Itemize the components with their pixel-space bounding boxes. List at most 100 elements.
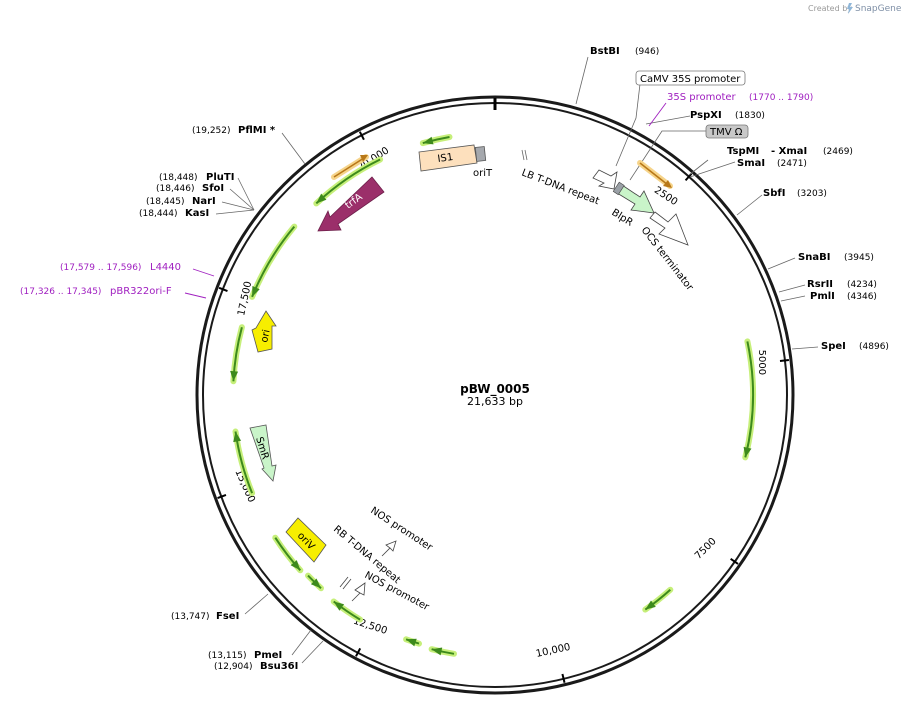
- site-kasi[interactable]: KasI: [185, 208, 209, 219]
- lb-repeat-label[interactable]: LB T-DNA repeat: [520, 168, 601, 208]
- site-fsei[interactable]: FseI: [216, 611, 239, 622]
- primer-arrowhead-1: [663, 180, 672, 188]
- site-rsrii[interactable]: RsrII: [807, 279, 833, 290]
- plasmid-name: pBW_0005: [460, 382, 530, 397]
- site-snabi[interactable]: SnaBI: [798, 252, 830, 263]
- snapgene-credit[interactable]: Created by SnapGene: [808, 3, 902, 14]
- site-pluti[interactable]: PluTI: [206, 172, 234, 183]
- primer-l4440-pos: (17,579 .. 17,596): [60, 263, 141, 273]
- orf-arrowhead: [406, 638, 417, 647]
- site-pfimi[interactable]: PflMI *: [238, 125, 276, 136]
- tmv-label[interactable]: TMV Ω: [705, 124, 749, 139]
- credit-brand: SnapGene: [855, 4, 902, 14]
- camv-promoter-arrow: [592, 169, 618, 190]
- primer-arrow-1: [639, 162, 669, 186]
- orf-arc-glow: [249, 223, 298, 300]
- site-sbfi[interactable]: SbfI: [763, 188, 785, 199]
- feature-oriv[interactable]: oriV: [285, 517, 327, 563]
- feature-trfa[interactable]: trfA: [317, 176, 385, 232]
- orf-arrowhead: [310, 578, 321, 589]
- site-smai[interactable]: SmaI: [737, 158, 765, 169]
- feature-orit[interactable]: oriT: [473, 146, 493, 179]
- ruler-tick: [217, 494, 227, 500]
- orf-arrowhead: [316, 193, 327, 204]
- site-sfoi-pos: (18,446): [156, 184, 195, 194]
- ruler-tick: [684, 172, 693, 182]
- primer-35s-pos: (1770 .. 1790): [749, 93, 813, 103]
- plasmid-size: 21,633 bp: [467, 395, 523, 408]
- feature-smr[interactable]: SmR: [249, 424, 277, 482]
- feature-blpr[interactable]: BlpR: [609, 181, 655, 229]
- site-nari[interactable]: NarI: [192, 196, 216, 207]
- feature-ori[interactable]: ori: [251, 310, 277, 353]
- site-pmli-pos: (4346): [847, 292, 877, 302]
- primer-arrowhead-2: [360, 155, 368, 162]
- site-kasi-pos: (18,444): [139, 209, 178, 219]
- orf-arc[interactable]: [744, 341, 754, 458]
- site-bstbi-pos: (946): [635, 47, 659, 57]
- orf-arrowhead: [431, 647, 443, 656]
- blpr-cap: [612, 181, 625, 196]
- site-pspxi[interactable]: PspXI: [690, 110, 722, 121]
- primer-35s[interactable]: 35S promoter: [667, 92, 737, 103]
- site-leaders: [215, 56, 819, 664]
- ruler-tick-label: 10,000: [535, 642, 572, 660]
- feature-is1[interactable]: IS1: [418, 144, 478, 172]
- site-bsu36i[interactable]: Bsu36I: [260, 661, 298, 672]
- site-snabi-pos: (3945): [844, 253, 874, 263]
- site-pluti-pos: (18,448): [159, 173, 198, 183]
- site-pmli[interactable]: PmlI: [810, 291, 835, 302]
- primer-labels: 35S promoter (1770 .. 1790) L4440 (17,57…: [20, 92, 813, 297]
- trfa-arrow: [317, 176, 385, 232]
- primer-arrows: [331, 154, 673, 189]
- orf-arrowhead: [743, 446, 752, 458]
- site-nari-pos: (18,445): [146, 197, 185, 207]
- feature-nos-promoter-1[interactable]: NOS promoter: [368, 505, 435, 557]
- feature-camv-promoter[interactable]: [592, 169, 618, 190]
- blpr-label: BlpR: [609, 207, 634, 229]
- orf-arcs: [230, 134, 756, 657]
- snapgene-logo-icon: [847, 3, 853, 14]
- camv-label[interactable]: CaMV 35S promoter: [635, 70, 746, 86]
- site-pfimi-pos: (19,252): [192, 126, 231, 136]
- restriction-sites: BstBI (946) PspXI (1830) TspMI - XmaI (2…: [139, 46, 889, 672]
- ruler-tick: [358, 131, 365, 141]
- is1-label: IS1: [437, 152, 454, 165]
- site-bsu36i-pos: (12,904): [214, 662, 253, 672]
- primer-leaders: [184, 102, 667, 299]
- site-spei[interactable]: SpeI: [821, 341, 846, 352]
- primer-l4440[interactable]: L4440: [150, 262, 181, 273]
- rb-mark-1: [339, 576, 349, 588]
- orit-shape: [474, 146, 487, 162]
- site-rsrii-pos: (4234): [847, 280, 877, 290]
- nos1-label: NOS promoter: [368, 505, 435, 554]
- tmv-text: TMV Ω: [709, 127, 743, 138]
- site-pmei[interactable]: PmeI: [254, 650, 282, 661]
- ruler-tick-label: 2500: [652, 185, 679, 208]
- site-bstbi[interactable]: BstBI: [590, 46, 620, 57]
- primer-arrow-2: [333, 157, 365, 178]
- primer-pbr322[interactable]: pBR322ori-F: [110, 286, 172, 297]
- site-tspmi[interactable]: TspMI: [727, 146, 759, 157]
- orf-arrowhead: [422, 136, 434, 145]
- site-smai-pos: (2471): [777, 159, 807, 169]
- rb-mark-2: [342, 578, 352, 590]
- ruler-tick: [779, 358, 790, 363]
- is1-shape: [418, 144, 478, 172]
- orf-arrowhead: [252, 286, 260, 297]
- site-fsei-pos: (13,747): [171, 612, 210, 622]
- ruler-tick-label: 5000: [756, 350, 767, 375]
- feature-ocs[interactable]: OCS terminator: [639, 211, 696, 294]
- nos2-arrow: [351, 582, 366, 602]
- site-xmai[interactable]: - XmaI: [771, 146, 807, 157]
- site-sfoi[interactable]: SfoI: [202, 183, 224, 194]
- ocs-arrow: [649, 211, 689, 246]
- blpr-arrow: [616, 184, 655, 214]
- orf-arrowhead: [233, 431, 242, 443]
- camv-text: CaMV 35S promoter: [640, 74, 741, 85]
- orf-arrowhead: [290, 560, 301, 571]
- site-spei-pos: (4896): [859, 342, 889, 352]
- ruler-tick: [355, 647, 362, 657]
- ruler-tick: [218, 286, 228, 293]
